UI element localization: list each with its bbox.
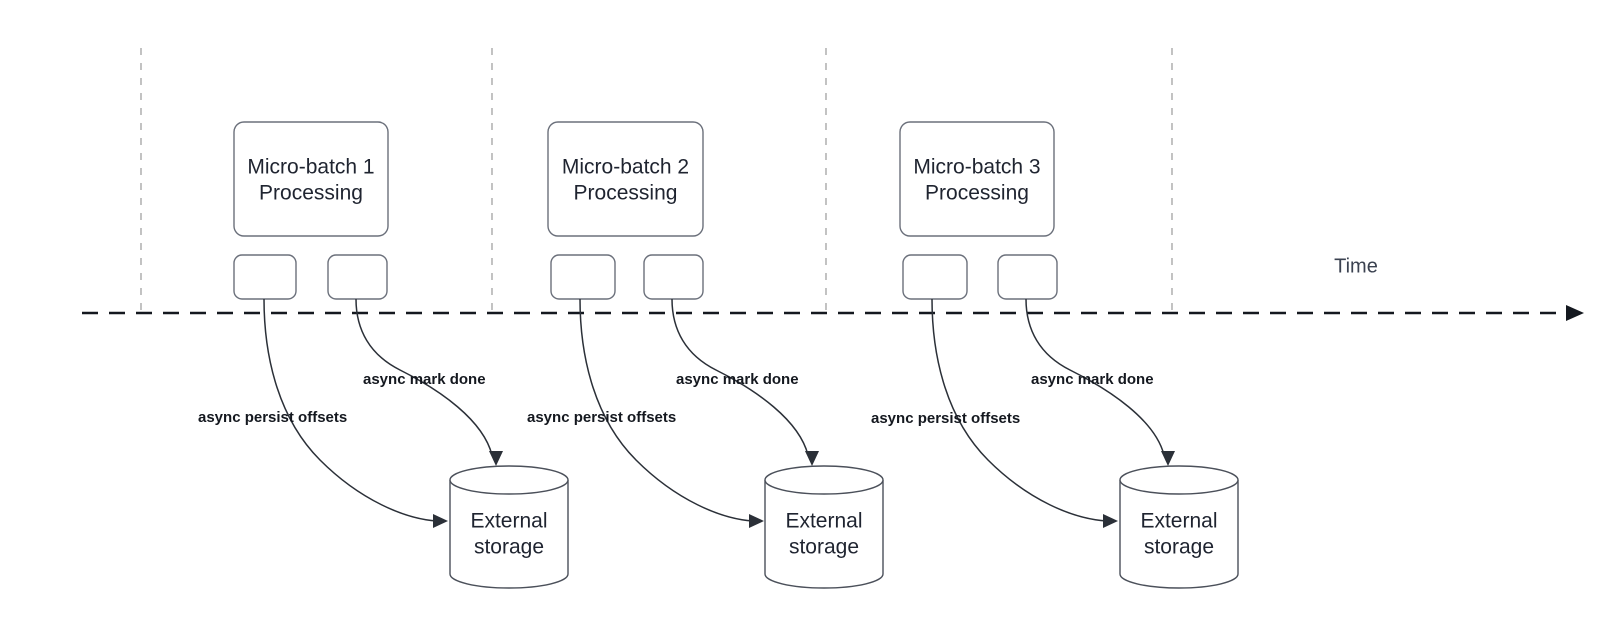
storage-cylinder-top-2 xyxy=(764,465,884,495)
batch-group-2: Micro-batch 2 Processing async persist off… xyxy=(527,121,884,589)
batch-group-1: Micro-batch 1 Processing async persist off… xyxy=(198,121,569,589)
processing-box-3[interactable] xyxy=(899,121,1055,237)
processing-box-title-line1: Micro-batch 1 xyxy=(247,156,374,179)
flow-path-async-persist-offsets xyxy=(931,298,1108,522)
time-axis-arrowhead-icon xyxy=(1566,305,1584,321)
processing-box-title-line1: Micro-batch 3 xyxy=(913,156,1040,179)
storage-cylinder-top-1 xyxy=(449,465,569,495)
batch-group-3: Micro-batch 3 Processing async persist off… xyxy=(871,121,1239,589)
batch-group-layer: Micro-batch 1 Processing async persist off… xyxy=(198,121,1239,589)
flow-label-async-mark-done: async mark done xyxy=(363,371,486,388)
flow-arrowhead-icon xyxy=(1161,451,1175,466)
task-box-1-2[interactable] xyxy=(327,254,388,300)
storage-label-line2: storage xyxy=(1144,536,1214,559)
flow-arrowhead-icon xyxy=(805,451,819,466)
task-box-1-1[interactable] xyxy=(233,254,297,300)
storage-label-line1: External xyxy=(1140,510,1217,533)
processing-box-title-line1: Micro-batch 2 xyxy=(562,156,689,179)
storage-label-line2: storage xyxy=(789,536,859,559)
flow-label-async-persist-offsets: async persist offsets xyxy=(527,409,676,426)
storage-cylinder-top-3 xyxy=(1119,465,1239,495)
processing-box-title-line2: Processing xyxy=(574,182,678,205)
time-axis-group: Time xyxy=(82,255,1584,321)
storage-cylinder-body-2[interactable] xyxy=(764,480,884,589)
flow-arrowhead-icon xyxy=(1103,514,1118,528)
storage-cylinder-body-3[interactable] xyxy=(1119,480,1239,589)
flow-label-async-mark-done: async mark done xyxy=(676,371,799,388)
flow-path-async-mark-done xyxy=(671,298,809,456)
storage-label-line2: storage xyxy=(474,536,544,559)
flow-arrowhead-icon xyxy=(489,451,503,466)
flow-path-async-mark-done xyxy=(355,298,493,456)
storage-label-line1: External xyxy=(785,510,862,533)
time-axis-label: Time xyxy=(1334,255,1378,277)
task-box-2-1[interactable] xyxy=(550,254,616,300)
flow-label-async-persist-offsets: async persist offsets xyxy=(198,409,347,426)
processing-box-2[interactable] xyxy=(547,121,704,237)
flow-label-async-persist-offsets: async persist offsets xyxy=(871,410,1020,427)
storage-label-line1: External xyxy=(470,510,547,533)
storage-cylinder-body-1[interactable] xyxy=(449,480,569,589)
flow-path-async-mark-done xyxy=(1025,298,1165,456)
processing-box-title-line2: Processing xyxy=(925,182,1029,205)
flow-arrowhead-icon xyxy=(749,514,764,528)
processing-box-title-line2: Processing xyxy=(259,182,363,205)
flow-label-async-mark-done: async mark done xyxy=(1031,371,1154,388)
flow-path-async-persist-offsets xyxy=(579,298,754,522)
task-box-2-2[interactable] xyxy=(643,254,704,300)
task-box-3-1[interactable] xyxy=(902,254,968,300)
processing-box-1[interactable] xyxy=(233,121,389,237)
flow-path-async-persist-offsets xyxy=(263,298,438,522)
flow-arrowhead-icon xyxy=(433,514,448,528)
task-box-3-2[interactable] xyxy=(997,254,1058,300)
